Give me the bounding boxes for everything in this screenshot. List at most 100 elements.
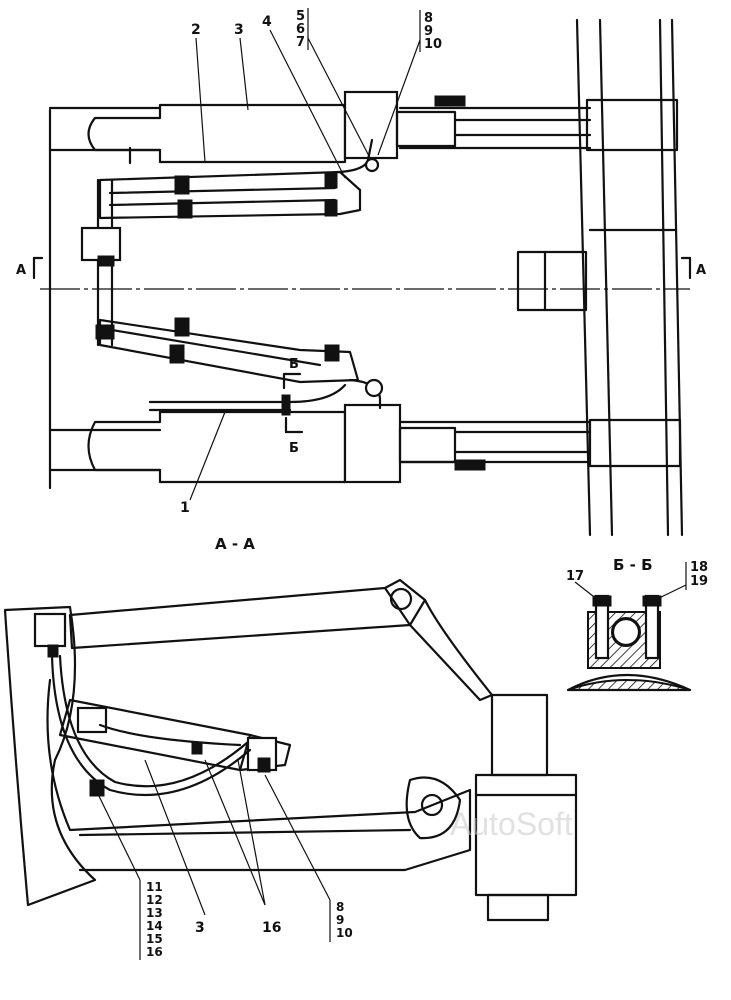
- distributor-block: [80, 226, 122, 262]
- upper-brace: [68, 578, 427, 650]
- leader-16: [204, 759, 266, 906]
- detail-section-bb: [566, 562, 692, 692]
- upper-hose-bundle: [98, 170, 362, 220]
- frame-rail: [658, 18, 670, 537]
- lower-hose-bundle: [98, 318, 360, 384]
- frame-rail: [598, 18, 614, 537]
- leader-4: [269, 29, 346, 179]
- pivot-pin: [389, 587, 413, 611]
- bolt-left-head: [592, 595, 612, 607]
- callout-17: 17: [566, 569, 584, 584]
- section-b-label-bottom: Б: [289, 441, 299, 456]
- lower-cylinder-rod: [398, 426, 457, 464]
- hose-clamp: [324, 199, 338, 217]
- callout-3: 3: [234, 22, 244, 38]
- callout-5: 5: [296, 9, 305, 24]
- hose-clamp: [174, 317, 190, 337]
- leader-18-19: [654, 584, 687, 601]
- callout-13: 13: [146, 906, 163, 920]
- frame-block: [490, 693, 549, 777]
- callout-10: 10: [424, 37, 442, 52]
- callout-9: 9: [424, 24, 433, 39]
- section-bb-title: Б - Б: [613, 556, 653, 574]
- watermark: AutoSoft: [450, 806, 573, 842]
- callout-8: 8: [424, 11, 433, 26]
- connector-nut: [95, 324, 115, 340]
- hose-fitting: [364, 157, 380, 173]
- bolt-right-head: [642, 595, 662, 607]
- section-b-label-top: Б: [289, 357, 299, 372]
- callout-2: 2: [191, 22, 201, 38]
- hose-clamp: [324, 344, 340, 362]
- hose-clamp: [174, 175, 190, 195]
- callout-18: 18: [690, 560, 708, 575]
- leader-11-16: [95, 789, 141, 881]
- side-hose: [58, 654, 250, 788]
- leader-8-10: [377, 39, 421, 156]
- frame-rail: [575, 18, 592, 537]
- arm-pivot: [420, 793, 444, 817]
- blade-outline: [3, 605, 97, 907]
- leader-2: [195, 37, 206, 163]
- base-hatch: [567, 679, 691, 691]
- leader-5-7: [307, 37, 371, 159]
- arm-pivot-boss: [405, 776, 462, 840]
- leader-16: [237, 759, 266, 906]
- tilt-link: [383, 586, 494, 702]
- valve-fitting: [47, 644, 59, 658]
- section-aa-title: А - А: [215, 535, 255, 553]
- callout-15: 15: [146, 932, 163, 946]
- hose-clamp: [324, 171, 338, 189]
- callout-14: 14: [146, 919, 163, 933]
- callout-16-list: 16: [146, 945, 163, 959]
- cylinder-fitting: [257, 757, 271, 773]
- cylinder-end: [76, 706, 108, 734]
- section-a-label-left: А: [16, 263, 26, 278]
- callout-10-side: 10: [336, 926, 353, 940]
- hose-clamp: [89, 779, 105, 797]
- lower-cylinder: [87, 410, 347, 484]
- callout-3-side: 3: [195, 920, 205, 936]
- push-arm: [46, 678, 472, 872]
- callout-19: 19: [690, 574, 708, 589]
- leader-3: [239, 37, 249, 111]
- frame-foot: [486, 893, 550, 922]
- side-hose: [50, 654, 252, 797]
- side-hose-short: [98, 723, 242, 747]
- lower-rod-clevis: [454, 459, 486, 471]
- upper-cylinder: [87, 103, 347, 164]
- lower-hose: [110, 328, 322, 367]
- leader-17: [574, 581, 599, 601]
- leader-3-side: [144, 759, 206, 916]
- callout-12: 12: [146, 893, 163, 907]
- upper-cylinder-rod: [395, 110, 457, 148]
- section-a-label-right: А: [696, 263, 706, 278]
- upper-hose: [108, 198, 337, 207]
- callout-7: 7: [296, 35, 305, 50]
- push-arm-edge: [78, 828, 412, 837]
- callout-6: 6: [296, 22, 305, 37]
- lower-cylinder-head: [343, 403, 402, 484]
- hose-clamp: [191, 741, 203, 755]
- leader-8-10-side: [264, 774, 331, 901]
- center-block: [516, 250, 588, 312]
- callout-1: 1: [180, 500, 190, 516]
- callout-8-side: 8: [336, 900, 344, 914]
- upper-rod-clevis: [434, 95, 466, 107]
- leader-1: [189, 411, 226, 501]
- upper-hose: [108, 186, 337, 195]
- frame-crossmember: [588, 418, 682, 468]
- frame-crossmember: [585, 98, 679, 152]
- hose-clamp: [169, 344, 185, 364]
- side-view-section-aa: [3, 578, 578, 960]
- lower-feed-hose: [148, 383, 347, 404]
- valve-block: [33, 612, 67, 648]
- callout-4: 4: [262, 14, 272, 30]
- callout-16: 16: [262, 920, 281, 936]
- callout-9-side: 9: [336, 913, 344, 927]
- connector-nut: [97, 255, 115, 267]
- top-view-plan: А А Б Б: [16, 8, 706, 537]
- callout-11: 11: [146, 880, 163, 894]
- hose-clamp: [281, 394, 291, 416]
